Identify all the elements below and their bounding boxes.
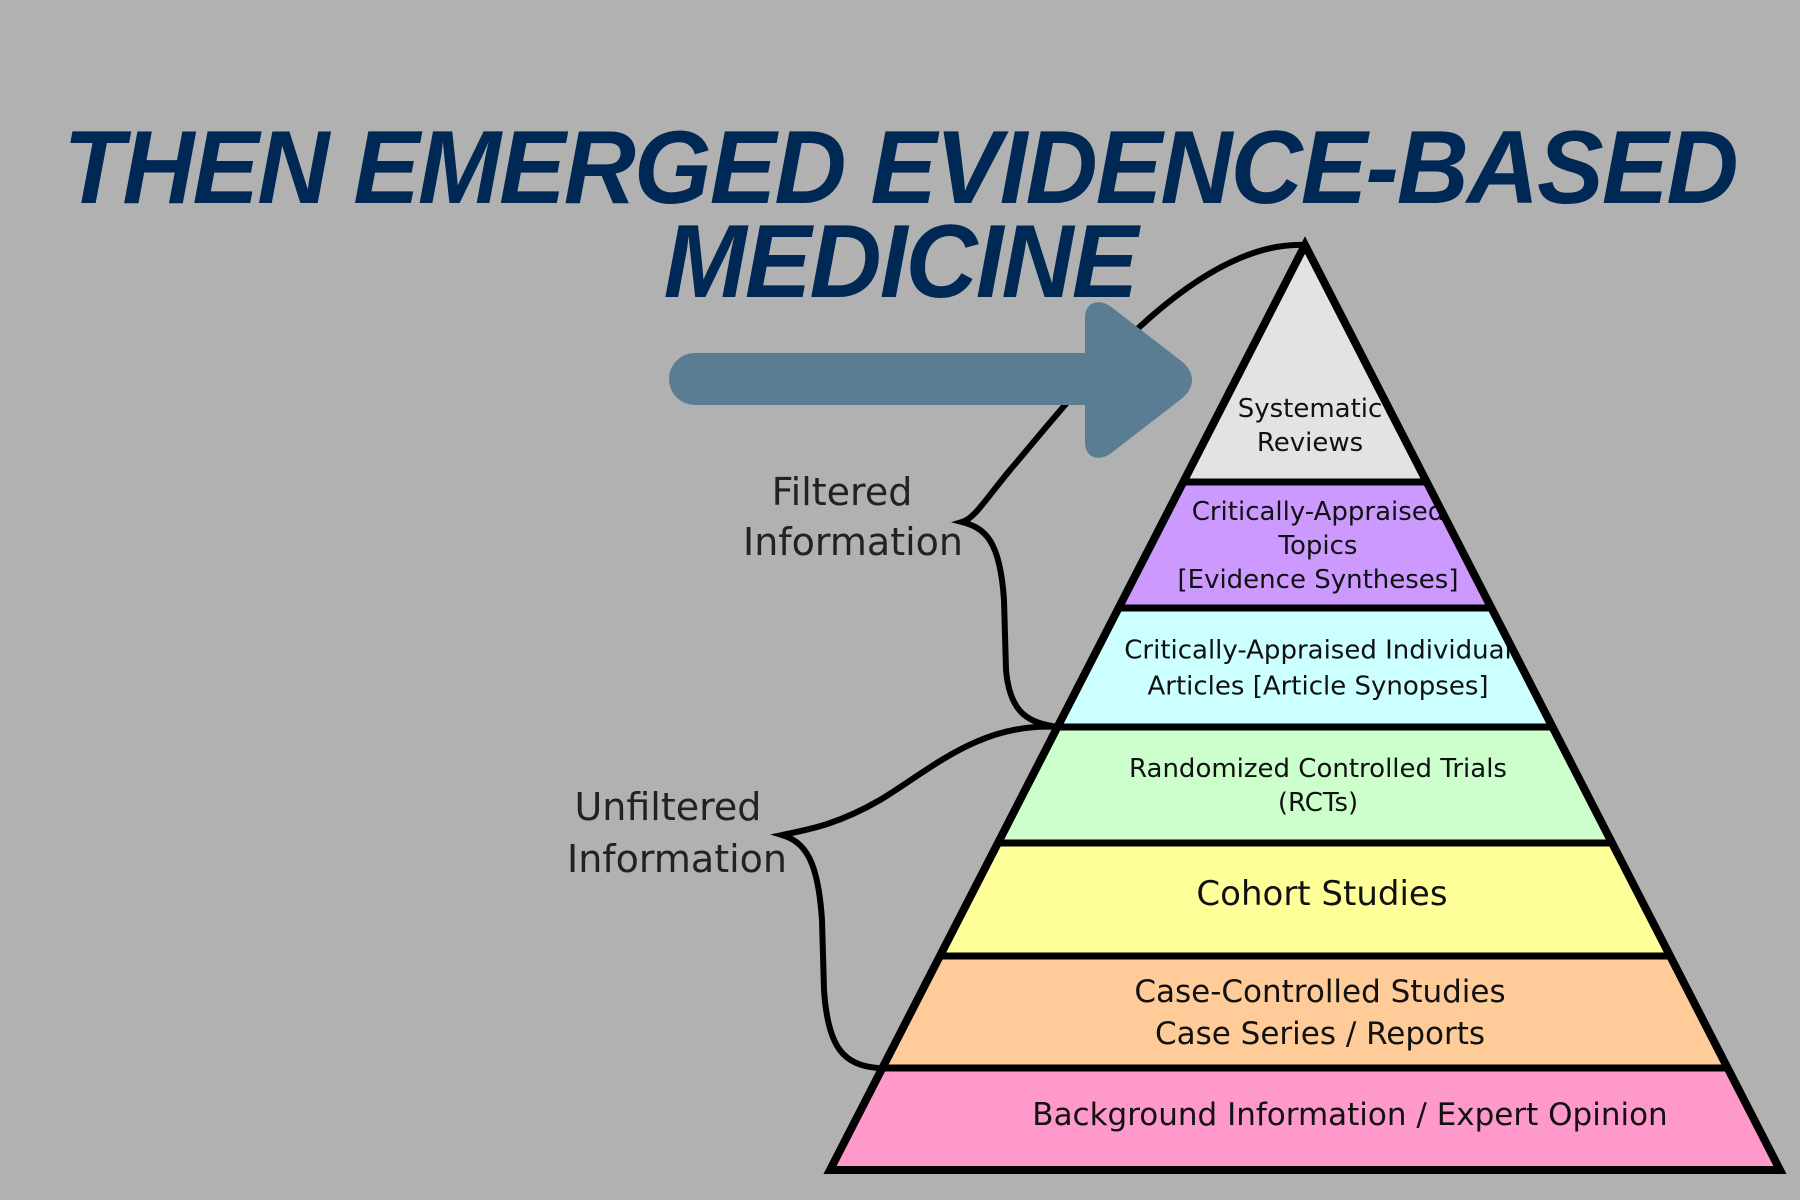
pyramid-outline xyxy=(823,236,1787,1174)
tier-fill xyxy=(830,1068,1780,1170)
filtered-label: Filtered Information xyxy=(743,470,963,564)
tier-fill xyxy=(1057,608,1553,727)
tier-label: Background Information / Expert Opinion xyxy=(1032,1097,1667,1133)
pyramid-tier: Randomized Controlled Trials(RCTs) xyxy=(997,727,1613,843)
pyramid-tier: Background Information / Expert Opinion xyxy=(830,1068,1780,1170)
tier-label: Randomized Controlled Trials(RCTs) xyxy=(1129,754,1507,818)
unfiltered-brace xyxy=(770,723,1061,1071)
tier-label: Cohort Studies xyxy=(1196,874,1447,914)
arrow-head xyxy=(1085,302,1192,458)
tier-fill xyxy=(997,727,1613,843)
arrow-shaft xyxy=(669,353,1090,405)
tier-fill xyxy=(939,843,1671,956)
tier-fill xyxy=(882,956,1728,1068)
filtered-brace xyxy=(951,241,1308,730)
unfiltered-label: Unfiltered Information xyxy=(567,785,787,881)
right-arrow-icon xyxy=(669,302,1192,458)
tier-fill xyxy=(1118,482,1492,608)
pyramid-tier: Cohort Studies xyxy=(939,843,1671,956)
braces xyxy=(770,241,1308,1071)
page-title-line-2: MEDICINE xyxy=(663,204,1139,320)
tier-fill xyxy=(1183,245,1427,482)
page-title-line-1: THEN EMERGED EVIDENCE-BASED xyxy=(63,110,1738,226)
